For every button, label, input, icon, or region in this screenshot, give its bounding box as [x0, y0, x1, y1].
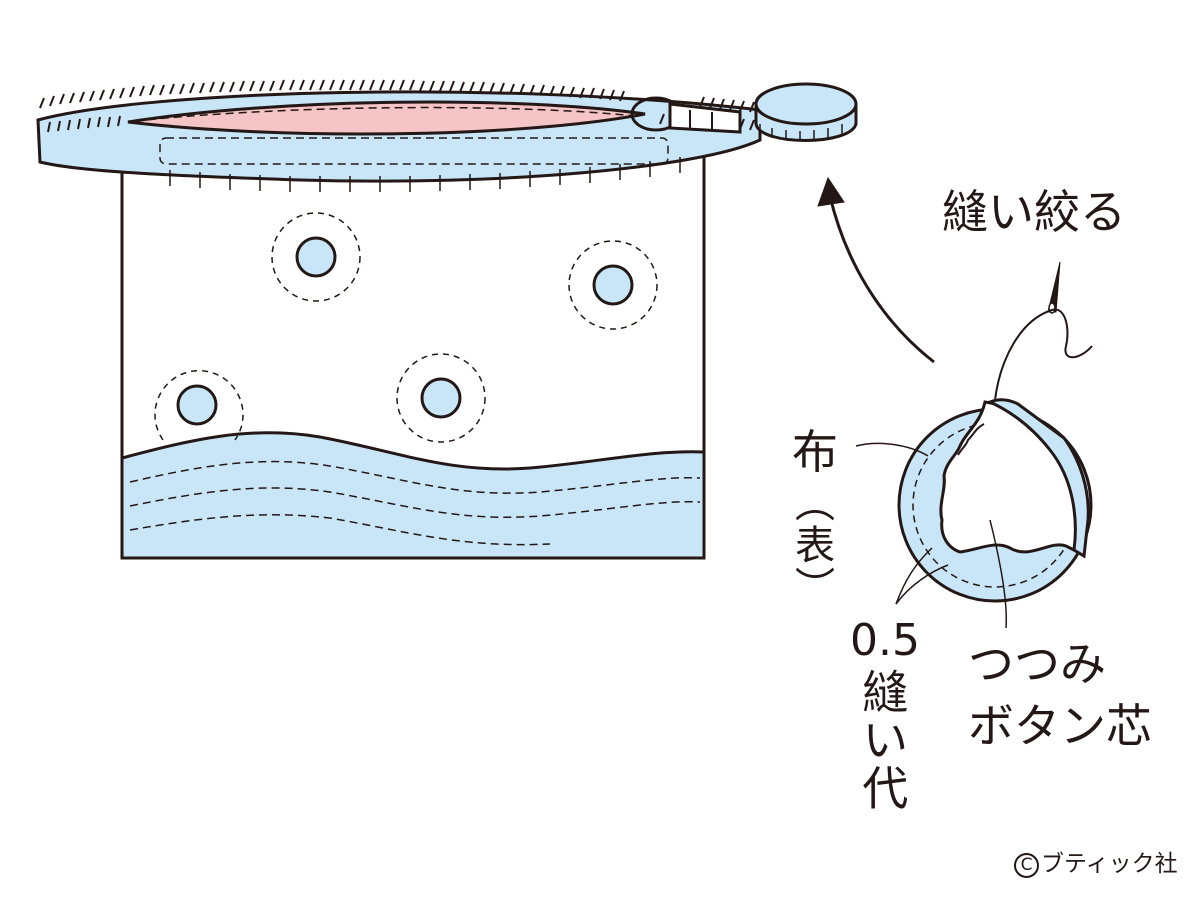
label-button-core-line2: ボタン芯 — [968, 699, 1152, 753]
needle-icon — [994, 261, 1093, 401]
zipper-pull — [754, 82, 858, 142]
button-dots — [154, 212, 658, 443]
zipper-opening — [127, 100, 646, 136]
fabric-leader — [855, 442, 929, 457]
dot-1 — [271, 212, 361, 302]
dot-2 — [568, 240, 658, 330]
label-fabric: 布 — [792, 425, 838, 479]
zipper-slider — [630, 96, 742, 134]
zipper — [36, 79, 858, 192]
thread — [994, 308, 1093, 401]
label-seam-allowance: 縫い代 — [855, 668, 910, 812]
allowance-leader-2 — [895, 564, 949, 605]
covered-button-drawing — [855, 398, 1093, 629]
label-allowance-value: 0.5 — [850, 615, 920, 666]
dot-3 — [154, 370, 244, 441]
curved-arrow-icon — [817, 176, 935, 364]
dot-4 — [396, 353, 486, 443]
pouch — [120, 148, 706, 560]
core-leader — [989, 519, 1008, 629]
pouch-bottom-wave — [120, 431, 706, 560]
zipper-teeth — [39, 79, 755, 133]
zipper-stitch-box — [159, 137, 669, 165]
label-gather-stitch: 縫い絞る — [942, 185, 1126, 239]
wave-stitch-lines — [129, 460, 701, 546]
copyright-icon: C — [1014, 853, 1039, 878]
allowance-leader-1 — [895, 547, 933, 605]
copyright-text: ブティック社 — [1041, 851, 1178, 877]
label-button-core-line1: つつみ — [968, 637, 1106, 691]
label-fabric-right-side: （表） — [788, 482, 834, 608]
seam-ticks — [169, 157, 681, 192]
